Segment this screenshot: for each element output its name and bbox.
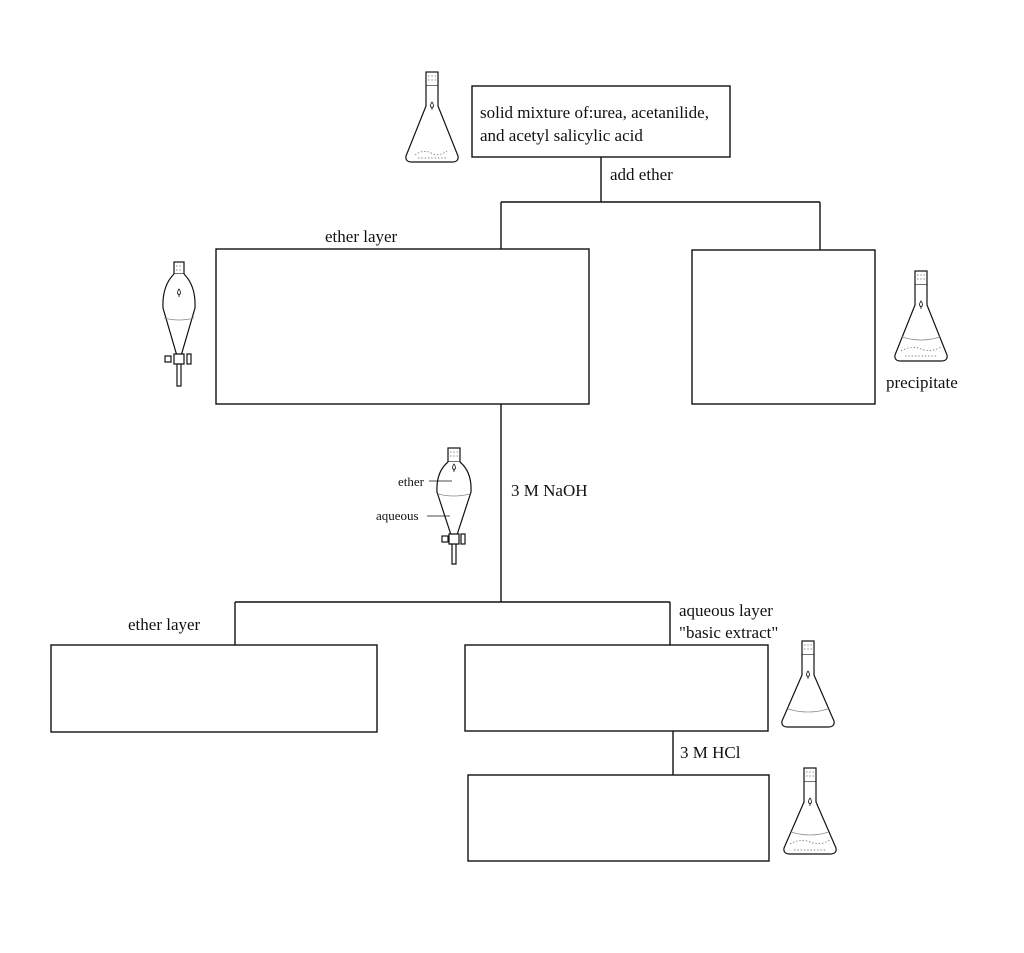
precipitate-box [691,249,876,405]
funnel-aqueous-callout: aqueous [376,508,419,523]
ether-layer-label: ether layer [325,227,398,246]
acidified-product-box [467,774,770,862]
basic-extract-flask-icon [781,640,835,728]
labeled-separatory-funnel-icon [427,447,472,565]
connector-add-ether [500,157,821,250]
starting-mixture-line-2: and acetyl salicylic acid [480,126,643,145]
erlenmeyer-flask-icon [405,71,459,163]
second-ether-layer-box [50,644,378,733]
separatory-funnel-icon [162,261,196,387]
acidified-flask-icon [783,767,837,855]
add-ether-label: add ether [610,165,673,184]
starting-mixture-box [471,85,731,158]
funnel-ether-callout: ether [398,474,425,489]
hcl-label: 3 M HCl [680,743,741,762]
aqueous-layer-label: aqueous layer [679,601,773,620]
precipitate-label: precipitate [886,373,958,392]
precipitate-flask-icon [894,270,948,362]
basic-extract-label: "basic extract" [679,623,778,642]
connector-naoh [234,404,671,645]
naoh-label: 3 M NaOH [511,481,588,500]
second-ether-layer-label: ether layer [128,615,201,634]
basic-extract-box [464,644,769,732]
starting-mixture-line-1: solid mixture of:urea, acetanilide, [480,103,709,122]
ether-layer-box [215,248,590,405]
